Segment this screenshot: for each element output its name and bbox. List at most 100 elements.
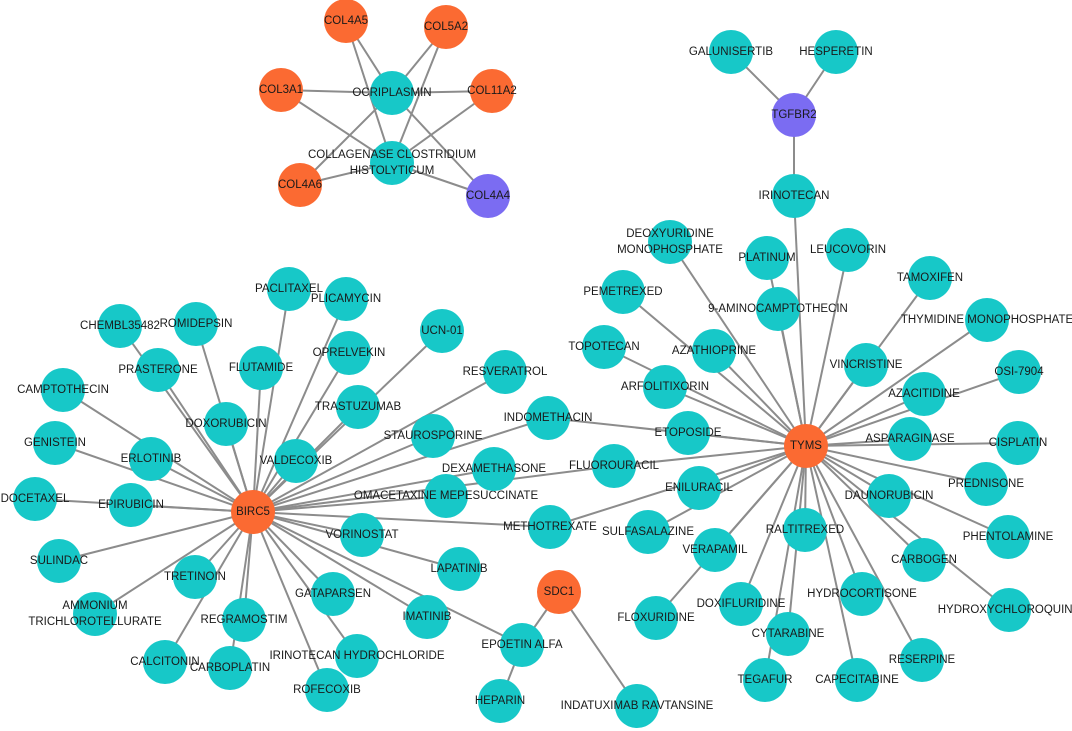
- node-tgfbr2[interactable]: TGFBR2: [771, 93, 817, 137]
- node-omacetaxine[interactable]: OMACETAXINE MEPESUCCINATE: [354, 474, 539, 518]
- node-circle-carbogen[interactable]: [902, 538, 946, 582]
- node-ocriplasmin[interactable]: OCRIPLASMIN: [352, 71, 432, 115]
- node-circle-eniluracil[interactable]: [677, 466, 721, 510]
- node-methotrexate[interactable]: METHOTREXATE: [503, 505, 597, 549]
- node-circle-irinotecan[interactable]: [772, 174, 816, 218]
- node-circle-romidepsin[interactable]: [174, 302, 218, 346]
- node-azacitidine[interactable]: AZACITIDINE: [888, 372, 960, 416]
- node-hydrocortisone[interactable]: HYDROCORTISONE: [807, 572, 917, 616]
- node-topotecan[interactable]: TOPOTECAN: [568, 325, 640, 369]
- node-circle-ucn01[interactable]: [420, 309, 464, 353]
- node-erlotinib[interactable]: ERLOTINIB: [121, 437, 182, 481]
- node-col4a6[interactable]: COL4A6: [278, 163, 322, 207]
- node-circle-methotrexate[interactable]: [528, 505, 572, 549]
- node-circle-plicamycin[interactable]: [324, 277, 368, 321]
- node-flutamide[interactable]: FLUTAMIDE: [229, 346, 294, 390]
- node-hesperetin[interactable]: HESPERETIN: [799, 30, 873, 74]
- node-resveratrol[interactable]: RESVERATROL: [463, 350, 548, 394]
- node-circle-dexamethasone[interactable]: [472, 447, 516, 491]
- node-arfolitixorin[interactable]: ARFOLITIXORIN: [621, 365, 709, 409]
- node-circle-flutamide[interactable]: [239, 346, 283, 390]
- node-genistein[interactable]: GENISTEIN: [24, 421, 86, 465]
- node-tretinoin[interactable]: TRETINOIN: [164, 555, 226, 599]
- node-indatuximab[interactable]: INDATUXIMAB RAVTANSINE: [561, 684, 714, 728]
- node-aminocamptothecin[interactable]: 9-AMINOCAMPTOTHECIN: [708, 287, 848, 331]
- node-circle-floxuridine[interactable]: [634, 596, 678, 640]
- node-circle-tegafur[interactable]: [743, 658, 787, 702]
- node-carboplatin[interactable]: CARBOPLATIN: [190, 646, 270, 690]
- node-circle-imatinib[interactable]: [405, 595, 449, 639]
- node-circle-prasterone[interactable]: [136, 348, 180, 392]
- node-prednisone[interactable]: PREDNISONE: [948, 462, 1024, 506]
- node-circle-deoxyuridine[interactable]: [648, 220, 692, 264]
- node-circle-col4a4[interactable]: [466, 174, 510, 218]
- node-oprelvekin[interactable]: OPRELVEKIN: [313, 331, 386, 375]
- node-circle-galunisertib[interactable]: [709, 30, 753, 74]
- node-doxorubicin[interactable]: DOXORUBICIN: [185, 402, 267, 446]
- node-galunisertib[interactable]: GALUNISERTIB: [689, 30, 773, 74]
- node-plicamycin[interactable]: PLICAMYCIN: [311, 277, 381, 321]
- node-circle-pemetrexed[interactable]: [601, 270, 645, 314]
- node-circle-phentolamine[interactable]: [986, 515, 1030, 559]
- node-circle-chembl35482[interactable]: [98, 304, 142, 348]
- node-floxuridine[interactable]: FLOXURIDINE: [617, 596, 695, 640]
- node-irinotecan_hcl[interactable]: IRINOTECAN HYDROCHLORIDE: [269, 634, 445, 678]
- node-circle-tgfbr2[interactable]: [772, 93, 816, 137]
- node-circle-calcitonin[interactable]: [143, 640, 187, 684]
- node-circle-hydrocortisone[interactable]: [840, 572, 884, 616]
- node-platinum[interactable]: PLATINUM: [738, 236, 796, 280]
- node-tyms[interactable]: TYMS: [784, 424, 828, 468]
- node-trastuzumab[interactable]: TRASTUZUMAB: [315, 385, 402, 429]
- node-paclitaxel[interactable]: PACLITAXEL: [255, 267, 324, 311]
- node-birc5[interactable]: BIRC5: [231, 490, 275, 534]
- node-circle-regramostim[interactable]: [222, 598, 266, 642]
- node-circle-epoetin[interactable]: [500, 623, 544, 667]
- node-etoposide[interactable]: ETOPOSIDE: [655, 411, 722, 455]
- node-circle-fluorouracil[interactable]: [592, 444, 636, 488]
- node-lapatinib[interactable]: LAPATINIB: [430, 547, 488, 591]
- node-raltitrexed[interactable]: RALTITREXED: [766, 508, 844, 552]
- node-hydroxychloroquine[interactable]: HYDROXYCHLOROQUINE: [938, 588, 1072, 632]
- node-col4a5[interactable]: COL4A5: [324, 0, 368, 43]
- node-pemetrexed[interactable]: PEMETREXED: [583, 270, 663, 314]
- node-tegafur[interactable]: TEGAFUR: [738, 658, 793, 702]
- node-circle-osi7904[interactable]: [997, 350, 1041, 394]
- node-circle-hydroxychloroquine[interactable]: [987, 588, 1031, 632]
- node-circle-verapamil[interactable]: [693, 528, 737, 572]
- node-sulindac[interactable]: SULINDAC: [30, 539, 88, 583]
- node-circle-camptothecin[interactable]: [41, 368, 85, 412]
- node-circle-azathioprine[interactable]: [692, 329, 736, 373]
- node-circle-indatuximab[interactable]: [615, 684, 659, 728]
- node-docetaxel[interactable]: DOCETAXEL: [1, 477, 70, 521]
- node-chembl35482[interactable]: CHEMBL35482: [80, 304, 160, 348]
- node-circle-indomethacin[interactable]: [526, 396, 570, 440]
- node-circle-tretinoin[interactable]: [173, 555, 217, 599]
- node-phentolamine[interactable]: PHENTOLAMINE: [963, 515, 1054, 559]
- node-circle-birc5[interactable]: [231, 490, 275, 534]
- node-circle-topotecan[interactable]: [582, 325, 626, 369]
- node-irinotecan[interactable]: IRINOTECAN: [759, 174, 830, 218]
- node-circle-col11a2[interactable]: [470, 69, 514, 113]
- node-circle-thymidine[interactable]: [965, 298, 1009, 342]
- node-circle-raltitrexed[interactable]: [783, 508, 827, 552]
- node-circle-arfolitixorin[interactable]: [643, 365, 687, 409]
- node-circle-hesperetin[interactable]: [814, 30, 858, 74]
- node-thymidine[interactable]: THYMIDINE MONOPHOSPHATE: [901, 298, 1072, 342]
- node-calcitonin[interactable]: CALCITONIN: [130, 640, 200, 684]
- node-circle-valdecoxib[interactable]: [274, 439, 318, 483]
- node-osi7904[interactable]: OSI-7904: [994, 350, 1044, 394]
- node-circle-lapatinib[interactable]: [437, 547, 481, 591]
- node-azathioprine[interactable]: AZATHIOPRINE: [672, 329, 756, 373]
- node-circle-docetaxel[interactable]: [13, 477, 57, 521]
- node-circle-daunorubicin[interactable]: [867, 474, 911, 518]
- node-circle-oprelvekin[interactable]: [327, 331, 371, 375]
- node-circle-collagenase[interactable]: [370, 141, 414, 185]
- node-imatinib[interactable]: IMATINIB: [403, 595, 452, 639]
- node-camptothecin[interactable]: CAMPTOTHECIN: [17, 368, 109, 412]
- node-circle-rofecoxib[interactable]: [305, 668, 349, 712]
- node-circle-col4a5[interactable]: [324, 0, 368, 43]
- node-circle-gataparsen[interactable]: [311, 572, 355, 616]
- node-cytarabine[interactable]: CYTARABINE: [752, 612, 825, 656]
